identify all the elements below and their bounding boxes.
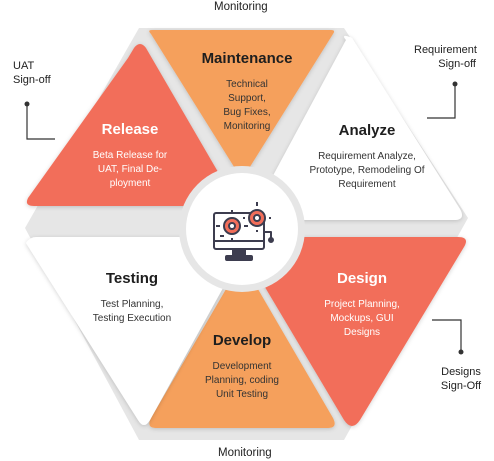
testing-segment — [26, 237, 236, 425]
designs-connector-line — [432, 319, 462, 352]
maintenance-title: Maintenance — [201, 50, 293, 67]
analyze-block: Analyze Requirement Analyze, Prototype, … — [304, 122, 430, 192]
designs-signoff-label: Designs Sign-Off — [440, 366, 482, 392]
design-description: Project Planning, Mockups, GUI Designs — [324, 299, 400, 338]
maintenance-block: Maintenance Technical Support, Bug Fixes… — [192, 50, 302, 134]
monitoring-top-label: Monitoring — [214, 1, 268, 13]
analyze-description: Requirement Analyze, Prototype, Remodeli… — [309, 151, 425, 190]
uat-connector-line — [26, 104, 55, 140]
monitoring-bottom-label: Monitoring — [218, 447, 272, 459]
develop-description: Development Planning, coding Unit Testin… — [205, 361, 279, 400]
monitor-gears-icon — [213, 202, 274, 261]
analyze-segment — [251, 35, 462, 220]
release-description: Beta Release for UAT, Final De- ployment — [92, 150, 168, 189]
uat-signoff-label: UAT Sign-off — [13, 60, 51, 86]
design-title: Design — [336, 270, 387, 287]
requirement-signoff-label: Requirement Sign-off — [414, 44, 477, 70]
design-segment — [249, 237, 466, 426]
develop-title: Develop — [212, 332, 272, 349]
testing-description: Test Planning, Testing Execution — [92, 299, 172, 324]
maintenance-segment — [149, 30, 335, 174]
designs-connector-dot — [458, 349, 464, 355]
release-block: Release Beta Release for UAT, Final De- … — [82, 121, 178, 191]
uat-connector-dot — [24, 101, 30, 107]
testing-title: Testing — [105, 270, 159, 287]
requirement-connector-dot — [452, 81, 458, 87]
requirement-connector-line — [427, 84, 456, 119]
develop-block: Develop Development Planning, coding Uni… — [189, 332, 295, 402]
release-title: Release — [101, 121, 159, 138]
release-segment — [26, 44, 234, 206]
develop-segment — [149, 269, 335, 428]
analyze-title: Analyze — [338, 122, 396, 139]
testing-block: Testing Test Planning, Testing Execution — [80, 270, 184, 326]
design-block: Design Project Planning, Mockups, GUI De… — [312, 270, 412, 340]
maintenance-description: Technical Support, Bug Fixes, Monitoring — [223, 79, 271, 132]
